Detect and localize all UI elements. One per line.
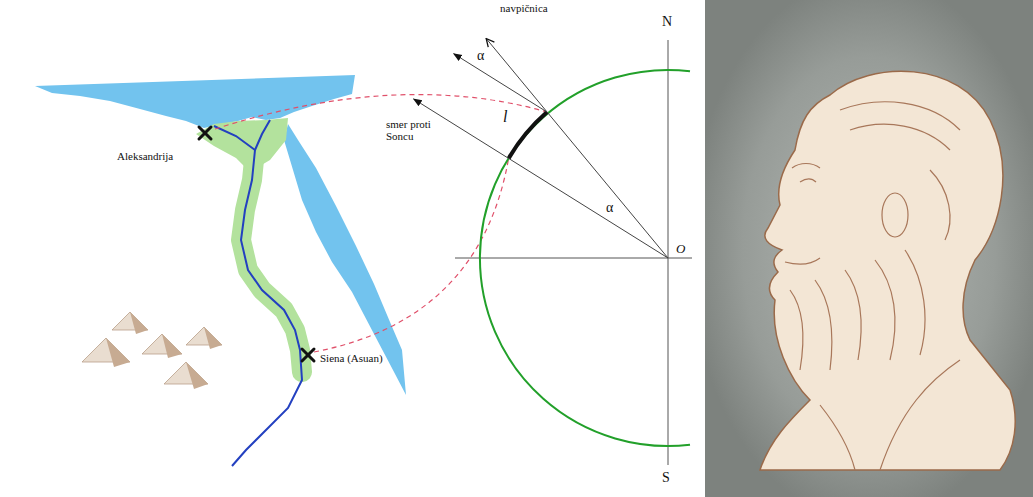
city-mark: [199, 127, 211, 139]
city-mark: [302, 349, 314, 361]
axis-line: [668, 40, 669, 465]
point-label: O: [676, 242, 685, 256]
place-name: Siena (Asuan): [320, 352, 383, 364]
dashed-link: [215, 95, 547, 129]
vertical-line: [486, 39, 668, 259]
earth-circle: [480, 70, 690, 446]
axis-line: [455, 258, 692, 259]
place-name: Aleksandrija: [117, 150, 173, 162]
angle-label: α: [606, 200, 613, 215]
line-label: smer proti Soncu: [385, 118, 439, 142]
mediterranean-sea: [35, 75, 355, 128]
nile-river: [232, 150, 302, 466]
nile-branch: [214, 126, 255, 150]
compass-label: N: [662, 14, 672, 29]
arc-length: [509, 112, 547, 158]
sun-direction: [414, 99, 668, 258]
nile-delta: [196, 118, 288, 172]
earth-geometry: [414, 39, 692, 466]
line-label: navpičnica: [500, 2, 548, 14]
portrait-eratosthenes: [705, 0, 1033, 497]
nile-valley: [241, 150, 302, 372]
nile-branch: [255, 120, 270, 150]
pyramid-icons: [82, 312, 222, 389]
angle-label: α: [477, 48, 484, 63]
map-of-egypt: [35, 75, 406, 466]
arc-label: l: [503, 108, 507, 126]
compass-label: S: [662, 470, 670, 485]
sun-direction: [454, 54, 547, 112]
